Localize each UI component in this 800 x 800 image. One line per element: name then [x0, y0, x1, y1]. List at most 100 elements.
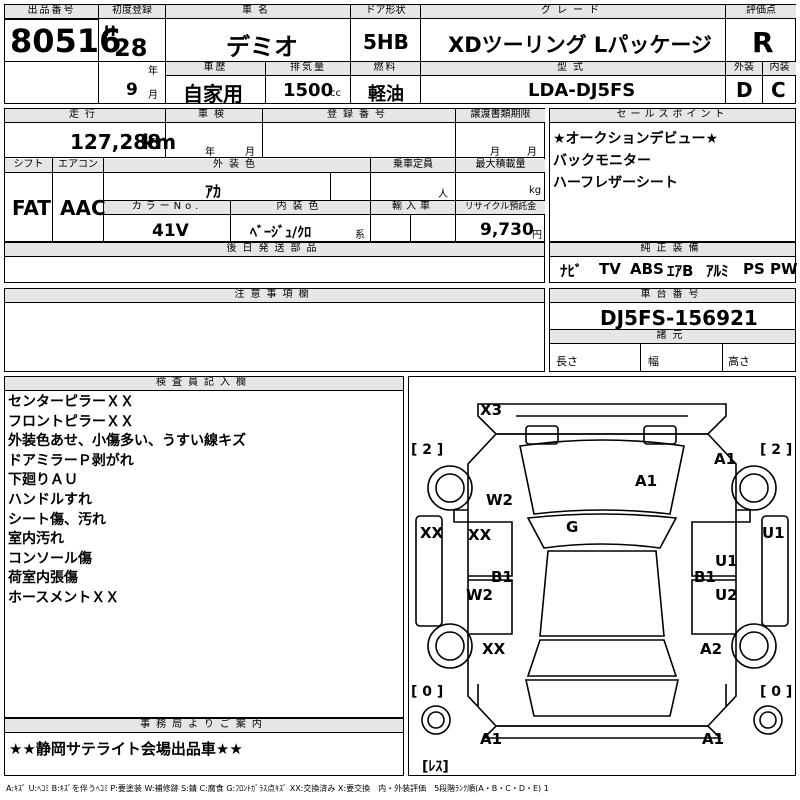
mark-a2-right-rear: A2: [700, 640, 722, 658]
exterior-color-header: 外装色: [104, 159, 370, 173]
car-name-header: 車名: [166, 5, 350, 19]
mark-x3: X3: [480, 401, 502, 419]
month-unit: 月: [148, 90, 158, 101]
selling-point: ハーフレザーシート: [553, 175, 678, 191]
equipment-ps: PS: [743, 260, 765, 278]
equipment-tv: TV: [599, 260, 621, 278]
equipment-pw: PW: [770, 260, 798, 278]
displacement-header: 排気量: [266, 62, 350, 76]
door-type: 5HB: [363, 30, 409, 54]
genuine-equipment-block: [549, 242, 796, 283]
damage-legend: A:ｷｽﾞ U:ﾍｺﾐ B:ｷｽﾞを伴うﾍｺﾐ P:要塗装 W:補修跡 S:錆 …: [6, 784, 549, 793]
mark-xx-left-door1: XX: [468, 526, 492, 544]
mark-u2-right-door2: U2: [715, 586, 738, 604]
mileage-header: 走行: [5, 109, 165, 123]
inspector-note: ホースメントＸＸ: [8, 589, 120, 606]
first-registration-header: 初度登録: [99, 5, 165, 19]
score-header: 評価点: [726, 5, 796, 19]
genuine-equipment-header: 純正装備: [550, 243, 795, 257]
chassis-block: [549, 288, 796, 372]
equipment-alloy: ｱﾙﾐ: [706, 262, 729, 280]
selling-point: ★オークションデビュー★: [553, 131, 719, 147]
later-parts-header: 後日発送部品: [5, 243, 544, 257]
tire-front-left: [ 2 ]: [411, 442, 443, 458]
equipment-abs: ABS: [630, 260, 664, 278]
notes-block: [4, 288, 545, 372]
aircon-header: エアコン: [53, 159, 103, 173]
car-diagram: X3 A1 A1 W2 G XX XX U1 U1 B1 B1 W2 U2 XX…: [411, 401, 792, 775]
damage-diagram-block: [408, 376, 796, 776]
interior-color: ﾍﾞｰｼﾞｭ/ｸﾛ: [250, 225, 312, 241]
color-number: 41V: [152, 221, 189, 241]
shift-header: シフト: [5, 159, 52, 173]
mark-xx-left-edge: XX: [420, 524, 444, 542]
mark-a1-top-right: A1: [714, 450, 736, 468]
person-unit: 人: [438, 189, 448, 200]
inspector-note: 室内汚れ: [8, 531, 64, 548]
door-type-header: ドア形状: [351, 5, 420, 19]
exterior-grade: D: [736, 78, 753, 102]
inspector-block: [4, 376, 404, 718]
mark-u1-right-edge: U1: [762, 524, 785, 542]
lot-number-header: 出品番号: [5, 5, 98, 19]
later-parts-block: [4, 242, 545, 283]
chassis-number: DJ5FS-156921: [600, 306, 758, 330]
fuel-header: 燃料: [351, 62, 420, 76]
tire-front-right: [ 2 ]: [760, 442, 792, 458]
aircon-type: AAC: [60, 196, 106, 220]
tire-spare: [ﾚｽ]: [422, 759, 449, 775]
mileage-block: [4, 108, 545, 242]
color-number-header: カラーNo.: [104, 201, 230, 215]
mark-u1-right-door1: U1: [715, 552, 738, 570]
inspector-note: センターピラーＸＸ: [8, 394, 134, 410]
inspector-note: ハンドルすれ: [8, 491, 92, 508]
grade: XDツーリング Lパッケージ: [448, 33, 712, 57]
era-code: H: [104, 24, 116, 40]
office-info-block: [4, 718, 404, 776]
year-unit: 年: [148, 66, 158, 77]
import-header: 輸入車: [371, 201, 455, 215]
inspector-note: 外装色あせ、小傷多い、うすい線キズ: [8, 433, 246, 450]
selling-point: バックモニター: [553, 153, 651, 169]
notes-header: 注意事項欄: [5, 289, 544, 303]
selling-points-block: [549, 108, 796, 242]
inspector-notes-list: センターピラーＸＸ フロントピラーＸＸ 外装色あせ、小傷多い、うすい線キズ ドア…: [8, 393, 400, 609]
car-name: デミオ: [226, 33, 298, 61]
mark-w2-left-door2: W2: [466, 586, 493, 604]
fuel-type: 軽油: [368, 84, 404, 105]
mark-a1-hood: A1: [635, 472, 657, 490]
mark-xx-left-rear: XX: [482, 640, 506, 658]
inspector-note: ドアミラーＰ剥がれ: [8, 452, 134, 469]
mark-g-windshield: G: [566, 518, 578, 536]
equipment-navi: ﾅﾋﾞ: [560, 262, 583, 280]
inspector-note: フロントピラーＸＸ: [8, 413, 134, 430]
recycle-header: リサイクル預託金: [456, 201, 545, 215]
vehicle-history: 自家用: [183, 82, 243, 106]
deadline-month-unit: 月: [490, 147, 500, 158]
selling-points-list: ★オークションデビュー★ バックモニター ハーフレザーシート: [553, 128, 793, 194]
mark-a1-bottom-left: A1: [480, 730, 502, 748]
shift-type: FAT: [12, 196, 51, 220]
exterior-header: 外装: [726, 62, 762, 76]
displacement: 1500: [283, 80, 334, 101]
mark-w2-left-front: W2: [486, 491, 513, 509]
km-unit: km: [142, 130, 177, 154]
inspector-note: 荷室内張傷: [8, 570, 78, 587]
inspection-month-unit: 月: [245, 147, 255, 158]
history-header: 車歴: [166, 62, 265, 76]
tire-rear-right: [ 0 ]: [760, 684, 792, 700]
office-info-header: 事務局よりご案内: [5, 719, 403, 733]
length-label: 長さ: [556, 355, 578, 368]
recycle-fee: 9,730: [480, 220, 534, 240]
lot-number: 80516: [10, 22, 122, 60]
interior-header: 内装: [763, 62, 796, 76]
inspection-header: 車検: [166, 109, 262, 123]
chassis-number-header: 車台番号: [550, 289, 795, 303]
reg-number-header: 登録番号: [263, 109, 455, 123]
height-label: 高さ: [728, 355, 750, 368]
registration-year: 28: [114, 34, 148, 62]
max-load-header: 最大積載量: [456, 159, 545, 173]
kei-unit: 系: [355, 230, 365, 241]
selling-points-header: セールスポイント: [550, 109, 795, 123]
registration-month: 9: [126, 80, 138, 100]
